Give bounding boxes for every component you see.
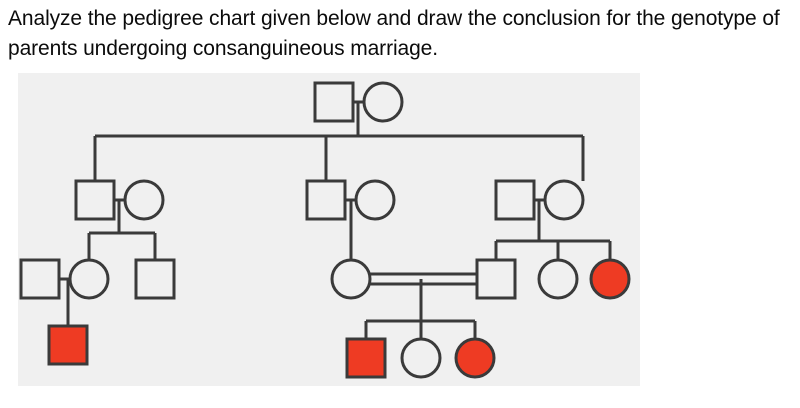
individual-IV-2-male-square-affected: [345, 337, 387, 379]
individual-III-3-male-square: [134, 258, 176, 300]
individual-I-2-female-circle: [362, 81, 404, 123]
question-text: Analyze the pedigree chart given below a…: [8, 7, 786, 60]
individual-IV-4-female-circle-affected: [454, 337, 496, 379]
pedigree-chart-panel: [18, 73, 640, 386]
individual-III-5-male-square: [475, 258, 517, 300]
individual-IV-1-male-square-affected: [47, 324, 89, 366]
pedigree-diagram: [19, 81, 631, 379]
individual-II-6-female-circle: [543, 179, 585, 221]
individual-III-2-female-circle: [68, 258, 110, 300]
individual-IV-3-female-circle: [400, 337, 442, 379]
individual-II-2-female-circle: [123, 179, 165, 221]
individual-III-6-female-circle: [537, 258, 579, 300]
individual-III-1-male-square: [19, 258, 61, 300]
individual-III-7-female-circle-affected: [589, 258, 631, 300]
individual-II-1-male-square: [74, 179, 116, 221]
individual-II-5-male-square: [494, 179, 536, 221]
individual-II-3-male-square: [305, 179, 347, 221]
individual-I-1-male-square: [313, 81, 355, 123]
individual-III-4-female-circle: [330, 258, 372, 300]
individual-II-4-female-circle: [354, 179, 396, 221]
